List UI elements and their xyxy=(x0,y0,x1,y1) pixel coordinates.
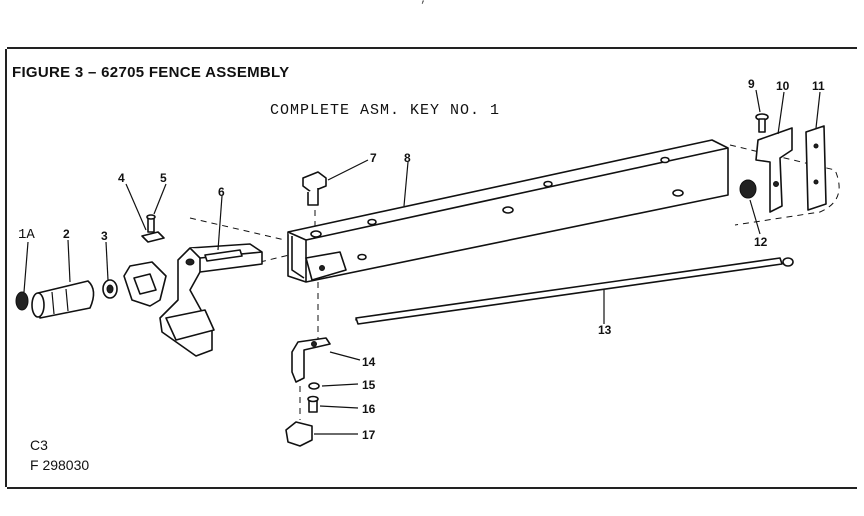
callout-6: 6 xyxy=(218,185,225,199)
end-cap-part-1a xyxy=(15,291,29,311)
callout-17: 17 xyxy=(362,428,376,442)
plate-part-11 xyxy=(805,125,827,211)
callout-14: 14 xyxy=(362,355,376,369)
leader-lines xyxy=(23,89,821,435)
callout-7: 7 xyxy=(370,151,377,165)
screw-part-5 xyxy=(146,214,156,233)
rod-part-13 xyxy=(355,257,794,325)
callout-16: 16 xyxy=(362,402,376,416)
header-scrap-text: —— ·,··· ······· ······· xyxy=(390,0,573,6)
callout-15: 15 xyxy=(362,378,376,392)
figure-title: FIGURE 3 – 62705 FENCE ASSEMBLY xyxy=(12,64,290,81)
callout-9: 9 xyxy=(748,77,755,91)
screw-part-16 xyxy=(307,395,319,413)
page-code: C3 xyxy=(30,437,48,453)
fence-head-part-6 xyxy=(159,243,263,357)
clip-part-14 xyxy=(291,337,331,383)
callout-labels: 1A 2 3 4 5 6 7 8 9 10 11 12 13 14 15 16 … xyxy=(18,77,825,442)
roller-part-12 xyxy=(739,179,757,199)
callout-11: 11 xyxy=(812,79,825,93)
callout-3: 3 xyxy=(101,229,108,243)
foot-part-17 xyxy=(285,421,313,447)
washer-part-3 xyxy=(102,279,118,299)
knob-part-2 xyxy=(31,280,95,319)
callout-13: 13 xyxy=(598,323,612,337)
callout-4: 4 xyxy=(118,171,125,185)
callout-1a: 1A xyxy=(18,227,35,243)
screw-part-9 xyxy=(755,113,769,133)
figure-number: F 298030 xyxy=(30,457,90,473)
washer-part-15 xyxy=(308,382,320,390)
bolt-part-7 xyxy=(302,171,327,206)
callout-2: 2 xyxy=(63,227,70,241)
diagram-frame xyxy=(5,47,857,489)
bracket-part-10 xyxy=(755,127,793,213)
callout-5: 5 xyxy=(160,171,167,185)
callout-10: 10 xyxy=(776,79,790,93)
clamp-lever xyxy=(123,261,167,307)
nut-part-4 xyxy=(141,231,165,243)
assembly-subtitle: COMPLETE ASM. KEY NO. 1 xyxy=(270,102,501,119)
callout-8: 8 xyxy=(404,151,411,165)
fence-rail-part-8 xyxy=(287,139,729,283)
callout-12: 12 xyxy=(754,235,768,249)
